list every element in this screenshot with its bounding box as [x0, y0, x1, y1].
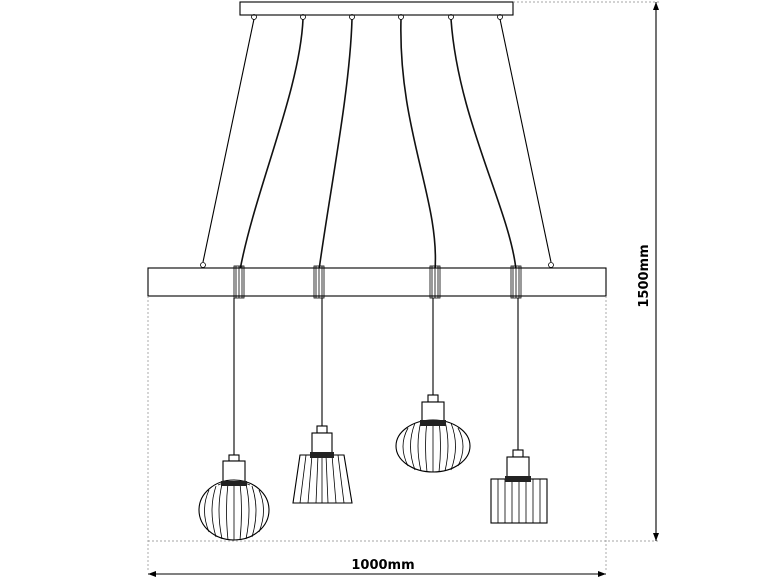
pendant-shade-oval	[395, 394, 471, 473]
width-label: 1000mm	[351, 558, 414, 573]
drop-cords	[233, 298, 519, 456]
support-wires	[202, 18, 552, 263]
height-dimension: 1500mm	[637, 2, 659, 541]
beam	[147, 262, 607, 299]
width-dimension: 1000mm	[148, 558, 606, 577]
pendant-shade-cylinder	[490, 449, 548, 524]
power-cords	[239, 18, 517, 271]
pendant-shade-cone	[292, 425, 353, 504]
dimension-guides	[147, 1, 660, 570]
ceiling-canopy	[239, 1, 514, 20]
pendant-shade-globe-left	[198, 454, 270, 541]
height-label: 1500mm	[637, 244, 652, 307]
